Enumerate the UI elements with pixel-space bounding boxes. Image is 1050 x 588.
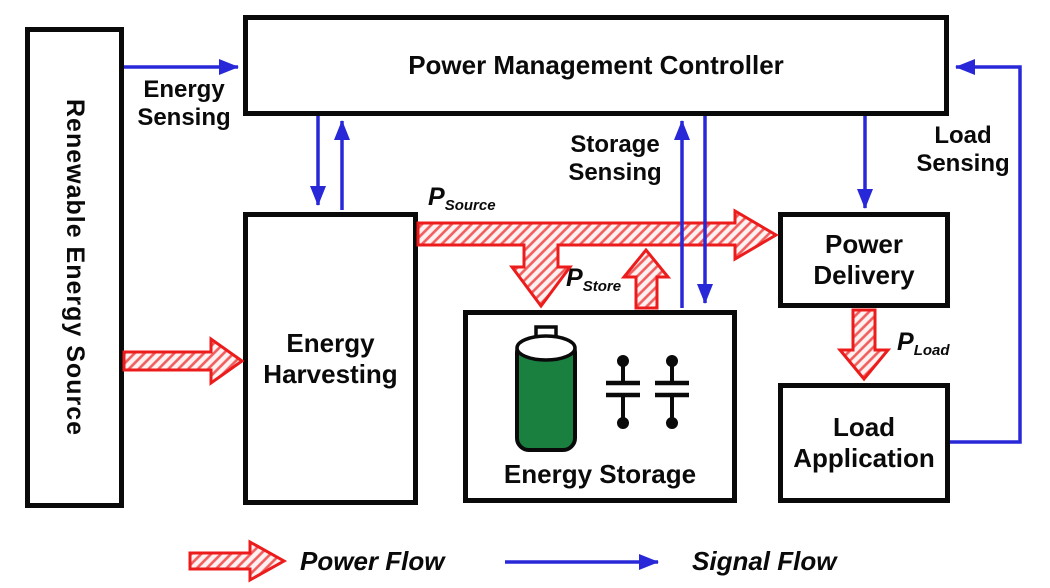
- box-renewable-energy-source: Renewable Energy Source: [25, 27, 124, 508]
- power-management-controller-label: Power Management Controller: [408, 50, 784, 81]
- legend-power-flow-arrow: [188, 539, 288, 583]
- energy-sensing-label: Energy Sensing: [137, 76, 231, 132]
- power-arrow-pload: [836, 308, 892, 382]
- load-sensing-label: Load Sensing: [916, 122, 1010, 178]
- p-load-symbol: P: [897, 328, 914, 356]
- box-power-delivery: Power Delivery: [778, 212, 950, 308]
- renewable-energy-source-label: Renewable Energy Source: [61, 98, 89, 436]
- energy-storage-label: Energy Storage: [503, 459, 697, 489]
- p-source-label: PSource: [428, 183, 496, 214]
- p-store-label: PStore: [566, 264, 621, 295]
- storage-sensing-label: Storage Sensing: [568, 131, 662, 187]
- box-energy-storage: Energy Storage: [463, 310, 737, 503]
- p-source-subscript: Source: [444, 197, 496, 214]
- power-delivery-label: Power Delivery: [813, 229, 915, 290]
- p-load-label: PLoad: [897, 328, 950, 359]
- p-source-symbol: P: [428, 183, 445, 211]
- p-store-symbol: P: [566, 264, 583, 292]
- power-arrow-storage-return-up: [620, 247, 672, 310]
- p-store-subscript: Store: [582, 278, 622, 295]
- power-arrow-source-to-harvesting: [122, 336, 245, 386]
- legend-power-flow-label: Power Flow: [300, 546, 445, 576]
- box-power-management-controller: Power Management Controller: [243, 15, 949, 116]
- energy-harvesting-label: Energy Harvesting: [263, 327, 398, 389]
- legend-signal-flow-label: Signal Flow: [692, 546, 837, 576]
- box-load-application: Load Application: [778, 383, 950, 503]
- box-energy-harvesting: Energy Harvesting: [243, 212, 418, 505]
- load-application-label: Load Application: [793, 412, 935, 473]
- p-load-subscript: Load: [913, 342, 950, 359]
